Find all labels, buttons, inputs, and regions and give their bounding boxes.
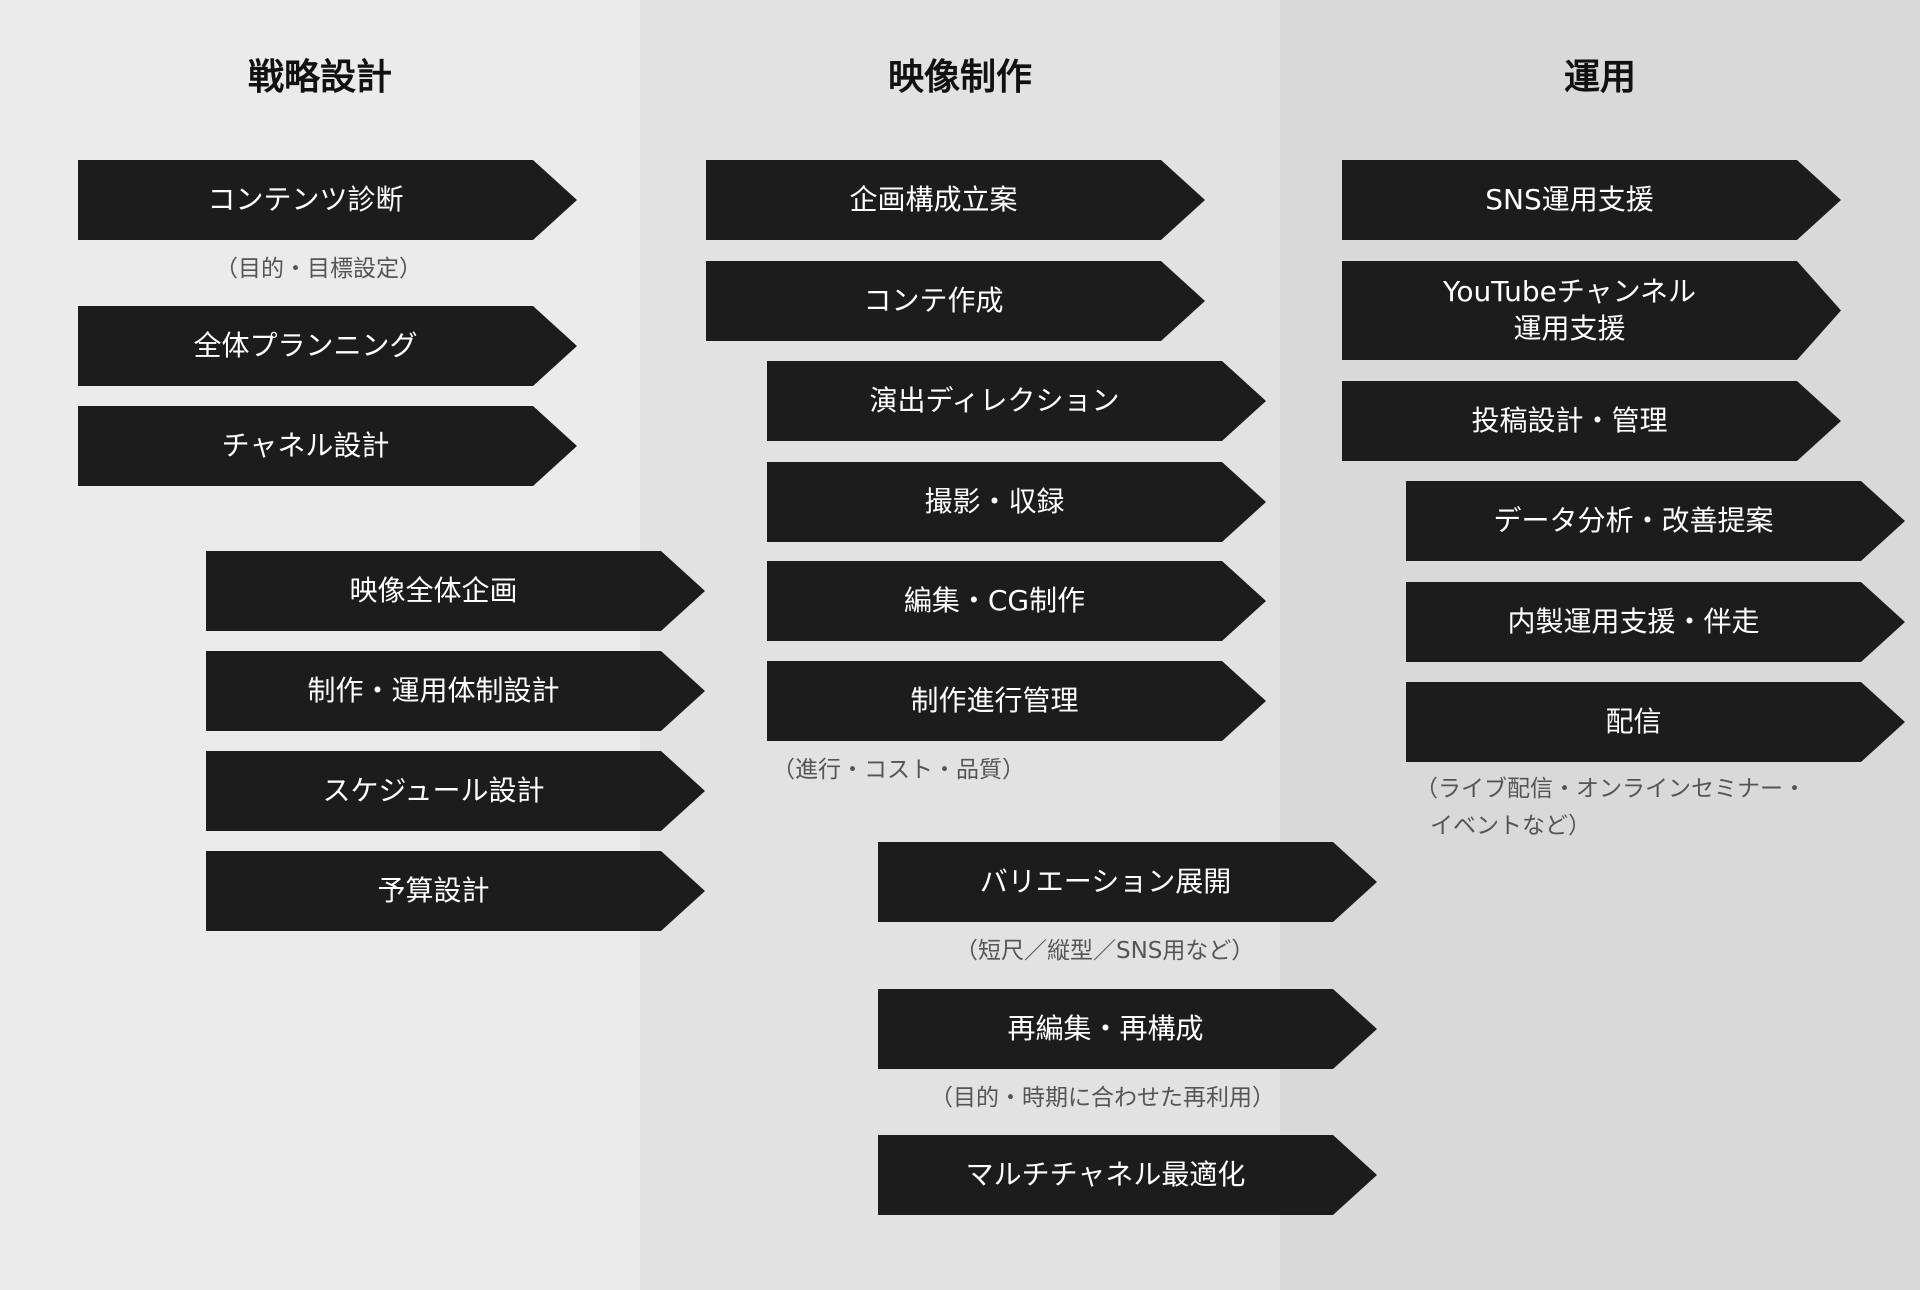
step-re-edit[interactable]: 再編集・再構成: [878, 989, 1377, 1069]
note-streaming-line-2: イベントなど）: [1430, 813, 1591, 839]
youtube-line-2: 運用支援: [1513, 311, 1626, 345]
step-storyboard[interactable]: コンテ作成: [706, 261, 1205, 341]
step-overall-planning[interactable]: 全体プランニング: [78, 306, 577, 386]
step-youtube-support[interactable]: YouTubeチャンネル 運用支援: [1342, 261, 1841, 360]
note-streaming-line-1: （ライブ配信・オンラインセミナー・: [1415, 776, 1806, 802]
youtube-line-1: YouTubeチャンネル: [1442, 275, 1697, 309]
step-channel-design[interactable]: チャネル設計: [78, 406, 577, 486]
header-production: 映像制作: [887, 57, 1032, 98]
header-strategy: 戦略設計: [247, 57, 392, 98]
step-direction[interactable]: 演出ディレクション: [767, 361, 1266, 441]
step-streaming[interactable]: 配信: [1406, 682, 1905, 762]
step-shooting[interactable]: 撮影・収録: [767, 462, 1266, 542]
step-structure-design[interactable]: 制作・運用体制設計: [206, 651, 705, 731]
note-goal-setting: （目的・目標設定）: [215, 256, 422, 282]
step-sns-operation[interactable]: SNS運用支援: [1342, 160, 1841, 240]
step-content-diagnosis[interactable]: コンテンツ診断: [78, 160, 577, 240]
step-editing-cg[interactable]: 編集・CG制作: [767, 561, 1266, 641]
note-progress-cost-quality: （進行・コスト・品質）: [772, 757, 1025, 783]
note-reuse: （目的・時期に合わせた再利用）: [930, 1085, 1275, 1111]
step-video-overall-plan[interactable]: 映像全体企画: [206, 551, 705, 631]
header-operation: 運用: [1563, 57, 1636, 98]
step-variation[interactable]: バリエーション展開: [878, 842, 1377, 922]
step-planning-composition[interactable]: 企画構成立案: [706, 160, 1205, 240]
step-production-management[interactable]: 制作進行管理: [767, 661, 1266, 741]
step-schedule-design[interactable]: スケジュール設計: [206, 751, 705, 831]
step-post-management[interactable]: 投稿設計・管理: [1342, 381, 1841, 461]
step-budget-design[interactable]: 予算設計: [206, 851, 705, 931]
step-multichannel[interactable]: マルチチャネル最適化: [878, 1135, 1377, 1215]
step-data-analysis[interactable]: データ分析・改善提案: [1406, 481, 1905, 561]
step-inhouse-support[interactable]: 内製運用支援・伴走: [1406, 582, 1905, 662]
note-short-vertical-sns: （短尺／縦型／SNS用など）: [955, 938, 1255, 964]
